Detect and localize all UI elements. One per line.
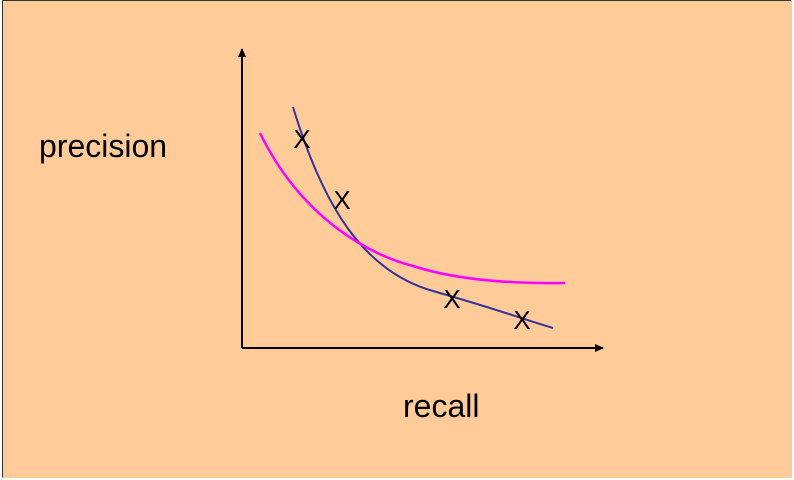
x-axis-label: recall — [403, 388, 480, 424]
data-point-mark: X — [443, 284, 460, 314]
fitted-curve-blue — [292, 106, 554, 329]
diagram-background — [3, 1, 792, 478]
data-point-mark: X — [293, 124, 310, 154]
precision-recall-diagram: X X X X — [3, 1, 792, 478]
data-point-mark: X — [513, 305, 530, 335]
fitted-curve-magenta — [258, 132, 566, 285]
data-point-mark: X — [333, 185, 350, 215]
y-axis-label: precision — [39, 128, 168, 164]
